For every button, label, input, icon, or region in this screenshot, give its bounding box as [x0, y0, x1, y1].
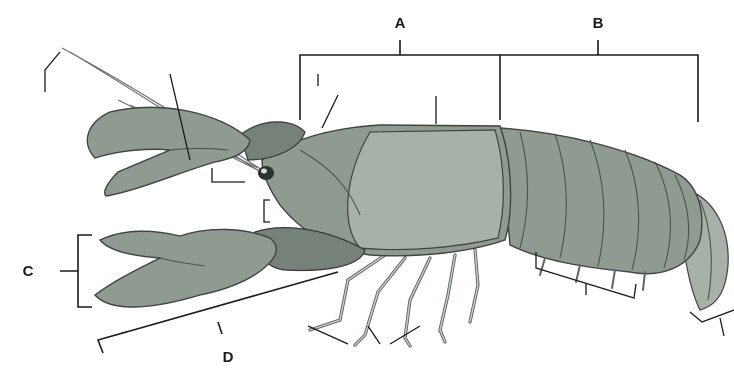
carapace-plate	[348, 130, 504, 250]
crayfish-illustration	[62, 48, 728, 346]
label-c: C	[23, 263, 34, 280]
label-a: A	[395, 15, 406, 32]
bracket-a	[300, 40, 500, 120]
upper-claw	[87, 107, 250, 196]
lower-claw	[95, 229, 276, 307]
label-d: D	[223, 349, 234, 366]
label-b: B	[593, 15, 604, 32]
eye	[258, 166, 274, 180]
bracket-b	[500, 40, 698, 122]
bracket-c	[60, 235, 92, 307]
